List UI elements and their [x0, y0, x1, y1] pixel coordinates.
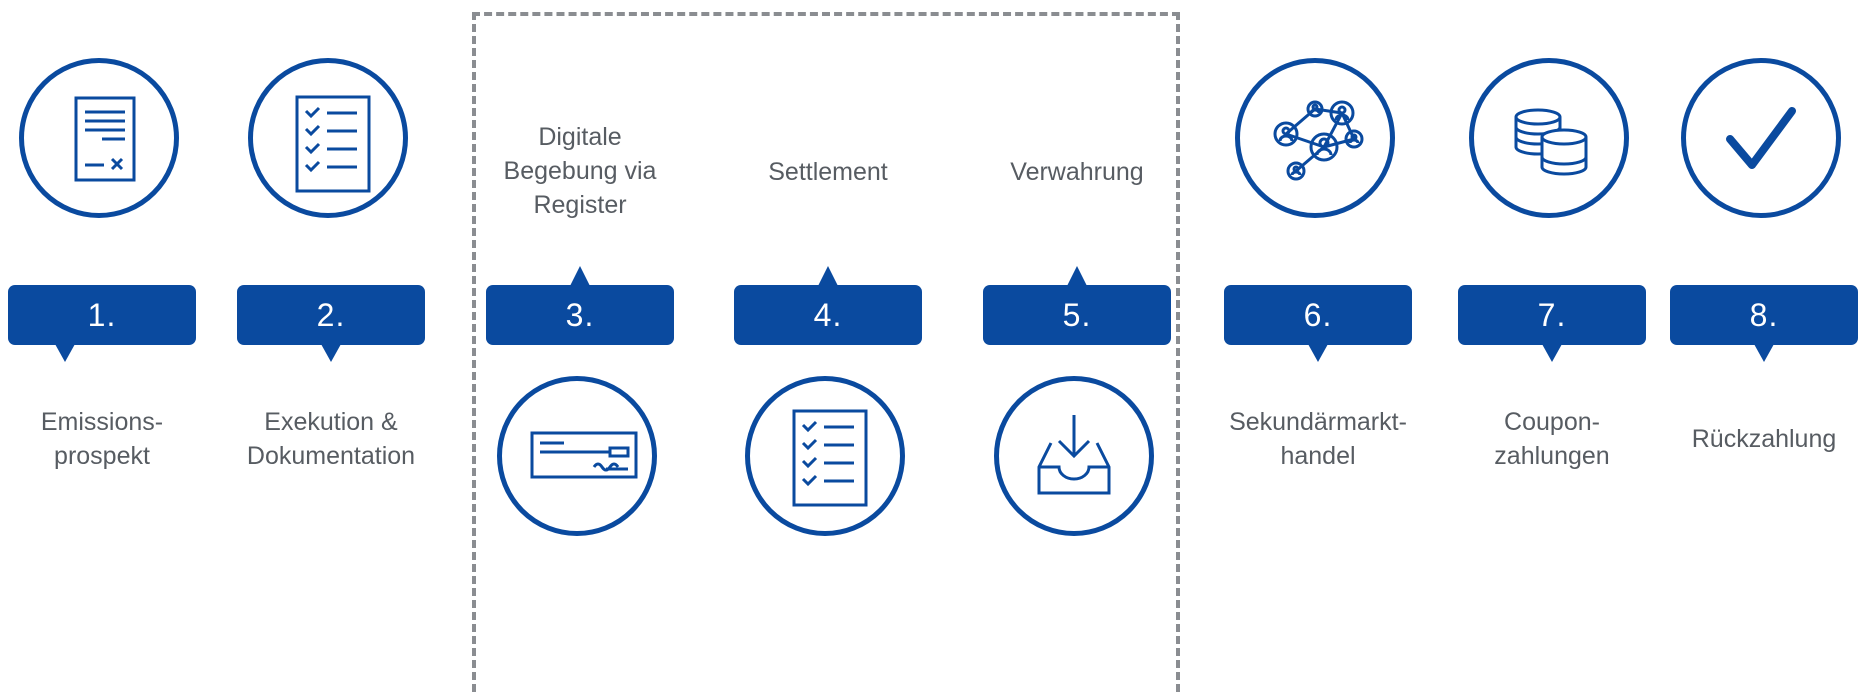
step-3-circle — [497, 376, 657, 536]
step-2-pointer — [321, 344, 341, 362]
document-signature-icon — [74, 96, 136, 182]
step-8-badge: 8. — [1670, 285, 1858, 345]
step-5: Verwahrung 5. — [983, 0, 1183, 669]
step-6-circle — [1235, 58, 1395, 218]
step-6-number: 6. — [1303, 296, 1333, 333]
step-7-label: Coupon- zahlungen — [1494, 408, 1610, 470]
coins-icon — [1514, 108, 1588, 176]
step-4-pointer — [818, 266, 838, 286]
step-4-number: 4. — [813, 296, 843, 333]
step-1-badge: 1. — [8, 285, 196, 345]
step-2-number: 2. — [316, 296, 346, 333]
step-1-number: 1. — [87, 296, 117, 333]
step-8-pointer — [1754, 344, 1774, 362]
step-6: 6. Sekundärmarkt- handel — [1224, 0, 1424, 669]
step-5-number: 5. — [1062, 296, 1092, 333]
checklist-icon — [792, 409, 868, 507]
step-2-label: Exekution & Dokumentation — [246, 408, 416, 470]
step-4: Settlement 4. — [734, 0, 934, 669]
step-3-pointer — [570, 266, 590, 286]
step-6-pointer — [1308, 344, 1328, 362]
step-7: 7. Coupon- zahlungen — [1458, 0, 1658, 669]
step-2-circle — [248, 58, 408, 218]
step-7-pointer — [1542, 344, 1562, 362]
step-7-number: 7. — [1537, 296, 1567, 333]
step-3: Digitale Begebung via Register 3. — [486, 0, 686, 669]
step-1-pointer — [55, 344, 75, 362]
cheque-icon — [530, 431, 638, 479]
step-7-circle — [1469, 58, 1629, 218]
step-8-circle — [1681, 58, 1841, 218]
step-4-badge: 4. — [734, 285, 922, 345]
step-4-label: Settlement — [768, 158, 888, 186]
step-8-label: Rückzahlung — [1691, 425, 1837, 453]
step-1: 1. Emissions- prospekt — [8, 0, 208, 669]
step-1-label: Emissions- prospekt — [40, 408, 164, 470]
step-3-badge: 3. — [486, 285, 674, 345]
step-5-circle — [994, 376, 1154, 536]
checklist-icon — [295, 95, 371, 193]
step-8-number: 8. — [1749, 296, 1779, 333]
step-5-badge: 5. — [983, 285, 1171, 345]
step-8: 8. Rückzahlung — [1670, 0, 1867, 669]
step-3-label: Digitale Begebung via Register — [503, 123, 657, 219]
step-2-badge: 2. — [237, 285, 425, 345]
highlight-frame — [472, 12, 1180, 692]
step-6-badge: 6. — [1224, 285, 1412, 345]
checkmark-icon — [1726, 107, 1796, 169]
step-3-number: 3. — [565, 296, 595, 333]
step-1-circle — [19, 58, 179, 218]
step-5-label: Verwahrung — [1010, 158, 1144, 186]
step-2: 2. Exekution & Dokumentation — [237, 0, 437, 669]
step-4-circle — [745, 376, 905, 536]
step-7-badge: 7. — [1458, 285, 1646, 345]
step-6-label: Sekundärmarkt- handel — [1229, 408, 1407, 470]
inbox-download-icon — [1037, 415, 1111, 495]
step-5-pointer — [1067, 266, 1087, 286]
network-icon — [1273, 100, 1364, 181]
